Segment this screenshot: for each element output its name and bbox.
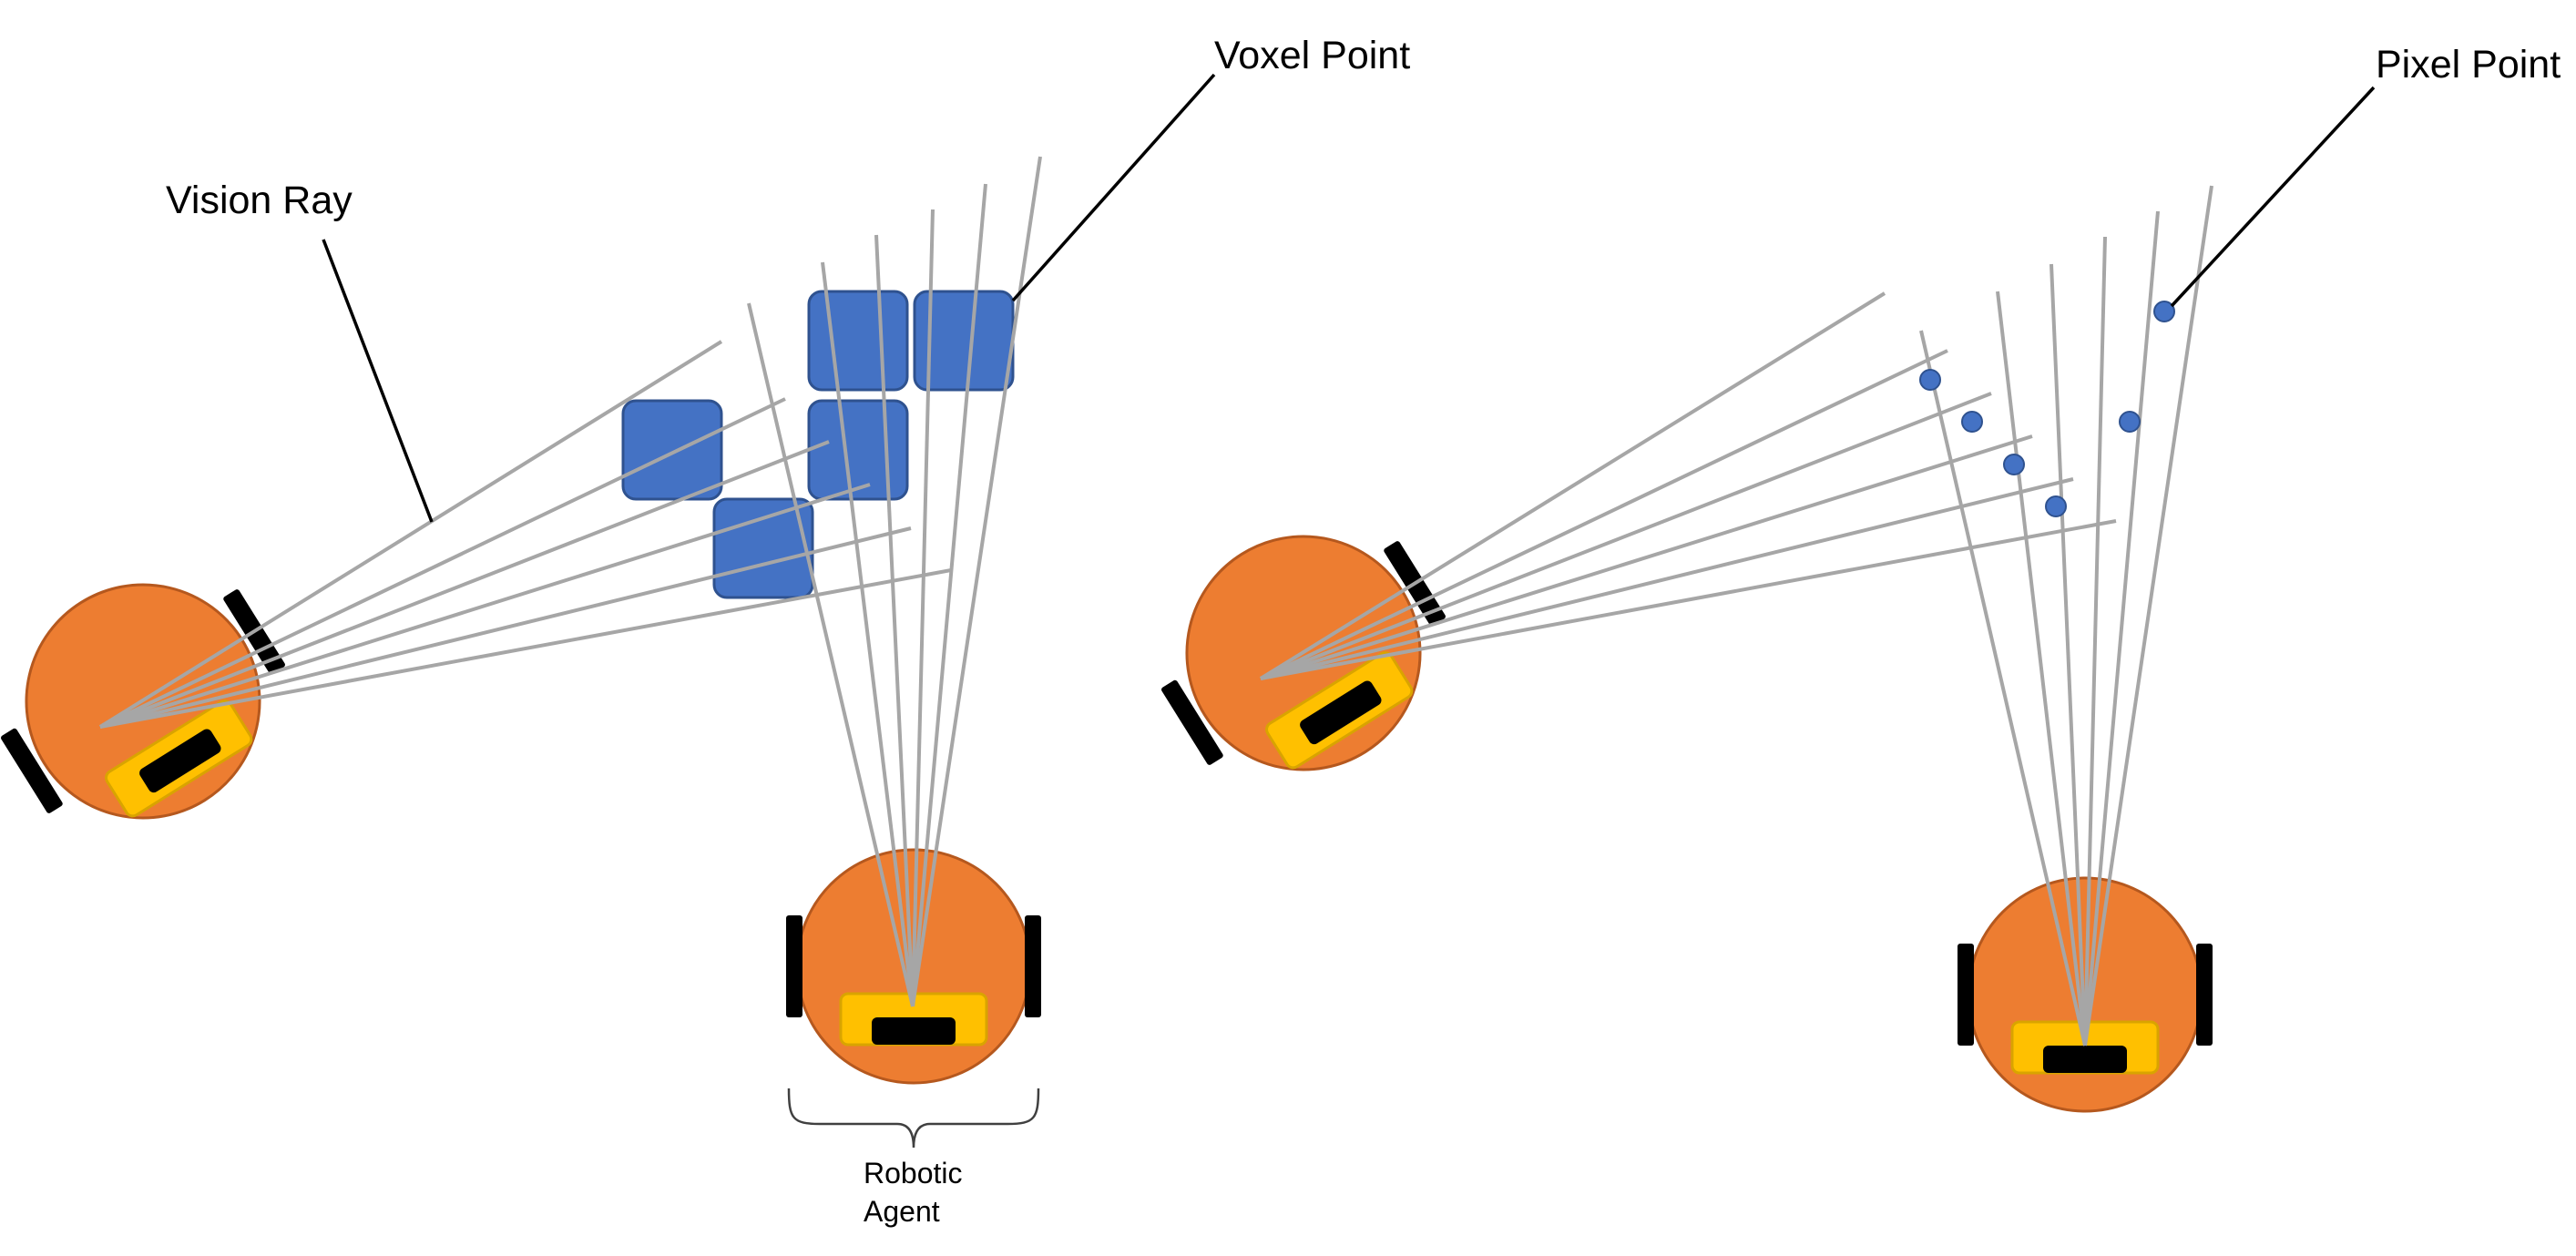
robotic-agent-label-line2: Agent — [864, 1195, 940, 1228]
robot-wheel — [1025, 915, 1041, 1017]
vision-rays-left-robot — [98, 340, 952, 729]
robot-camera — [2043, 1046, 2127, 1073]
pixel-point — [1919, 369, 1941, 391]
robotic-agent-brace — [787, 1088, 1040, 1149]
vision-ray-leader-line — [322, 239, 434, 523]
voxel-point-leader-line — [1011, 73, 1216, 302]
pixel-point — [2045, 495, 2067, 517]
robot-camera — [139, 729, 221, 793]
robot-wheel — [2196, 944, 2213, 1046]
vision-rays-right-panel-left-robot — [1259, 291, 2117, 680]
pixel-point — [1961, 411, 1983, 433]
voxel-point — [807, 399, 909, 501]
pixel-point-label: Pixel Point — [2376, 43, 2561, 87]
pixel-point — [2119, 411, 2141, 433]
robot-wheel — [786, 915, 802, 1017]
robot-camera — [872, 1017, 956, 1045]
pixel-panel: Pixel Point — [1161, 43, 2561, 1113]
vision-rays-bottom-robot — [747, 156, 1042, 1007]
voxel-point — [807, 290, 909, 392]
vision-ray-label: Vision Ray — [166, 179, 353, 222]
pixel-point-leader-line — [2170, 86, 2376, 308]
voxel-point-label: Voxel Point — [1214, 34, 1410, 77]
robot-wheel — [1, 728, 63, 813]
voxel-point — [712, 497, 814, 599]
voxel-point — [621, 399, 723, 501]
pixel-group — [1919, 301, 2175, 517]
pixel-point — [2153, 301, 2175, 322]
vision-rays-right-panel-bottom-robot — [1919, 185, 2213, 1047]
pixel-point — [2003, 454, 2025, 475]
robot-camera — [1300, 680, 1382, 745]
robot-wheel — [1958, 944, 1974, 1046]
robotic-agent-label-line1: Robotic — [864, 1157, 963, 1190]
robot-wheel — [1161, 679, 1223, 765]
voxel-panel: Vision Ray Voxel Point Robotic Agent — [1, 34, 1410, 1228]
